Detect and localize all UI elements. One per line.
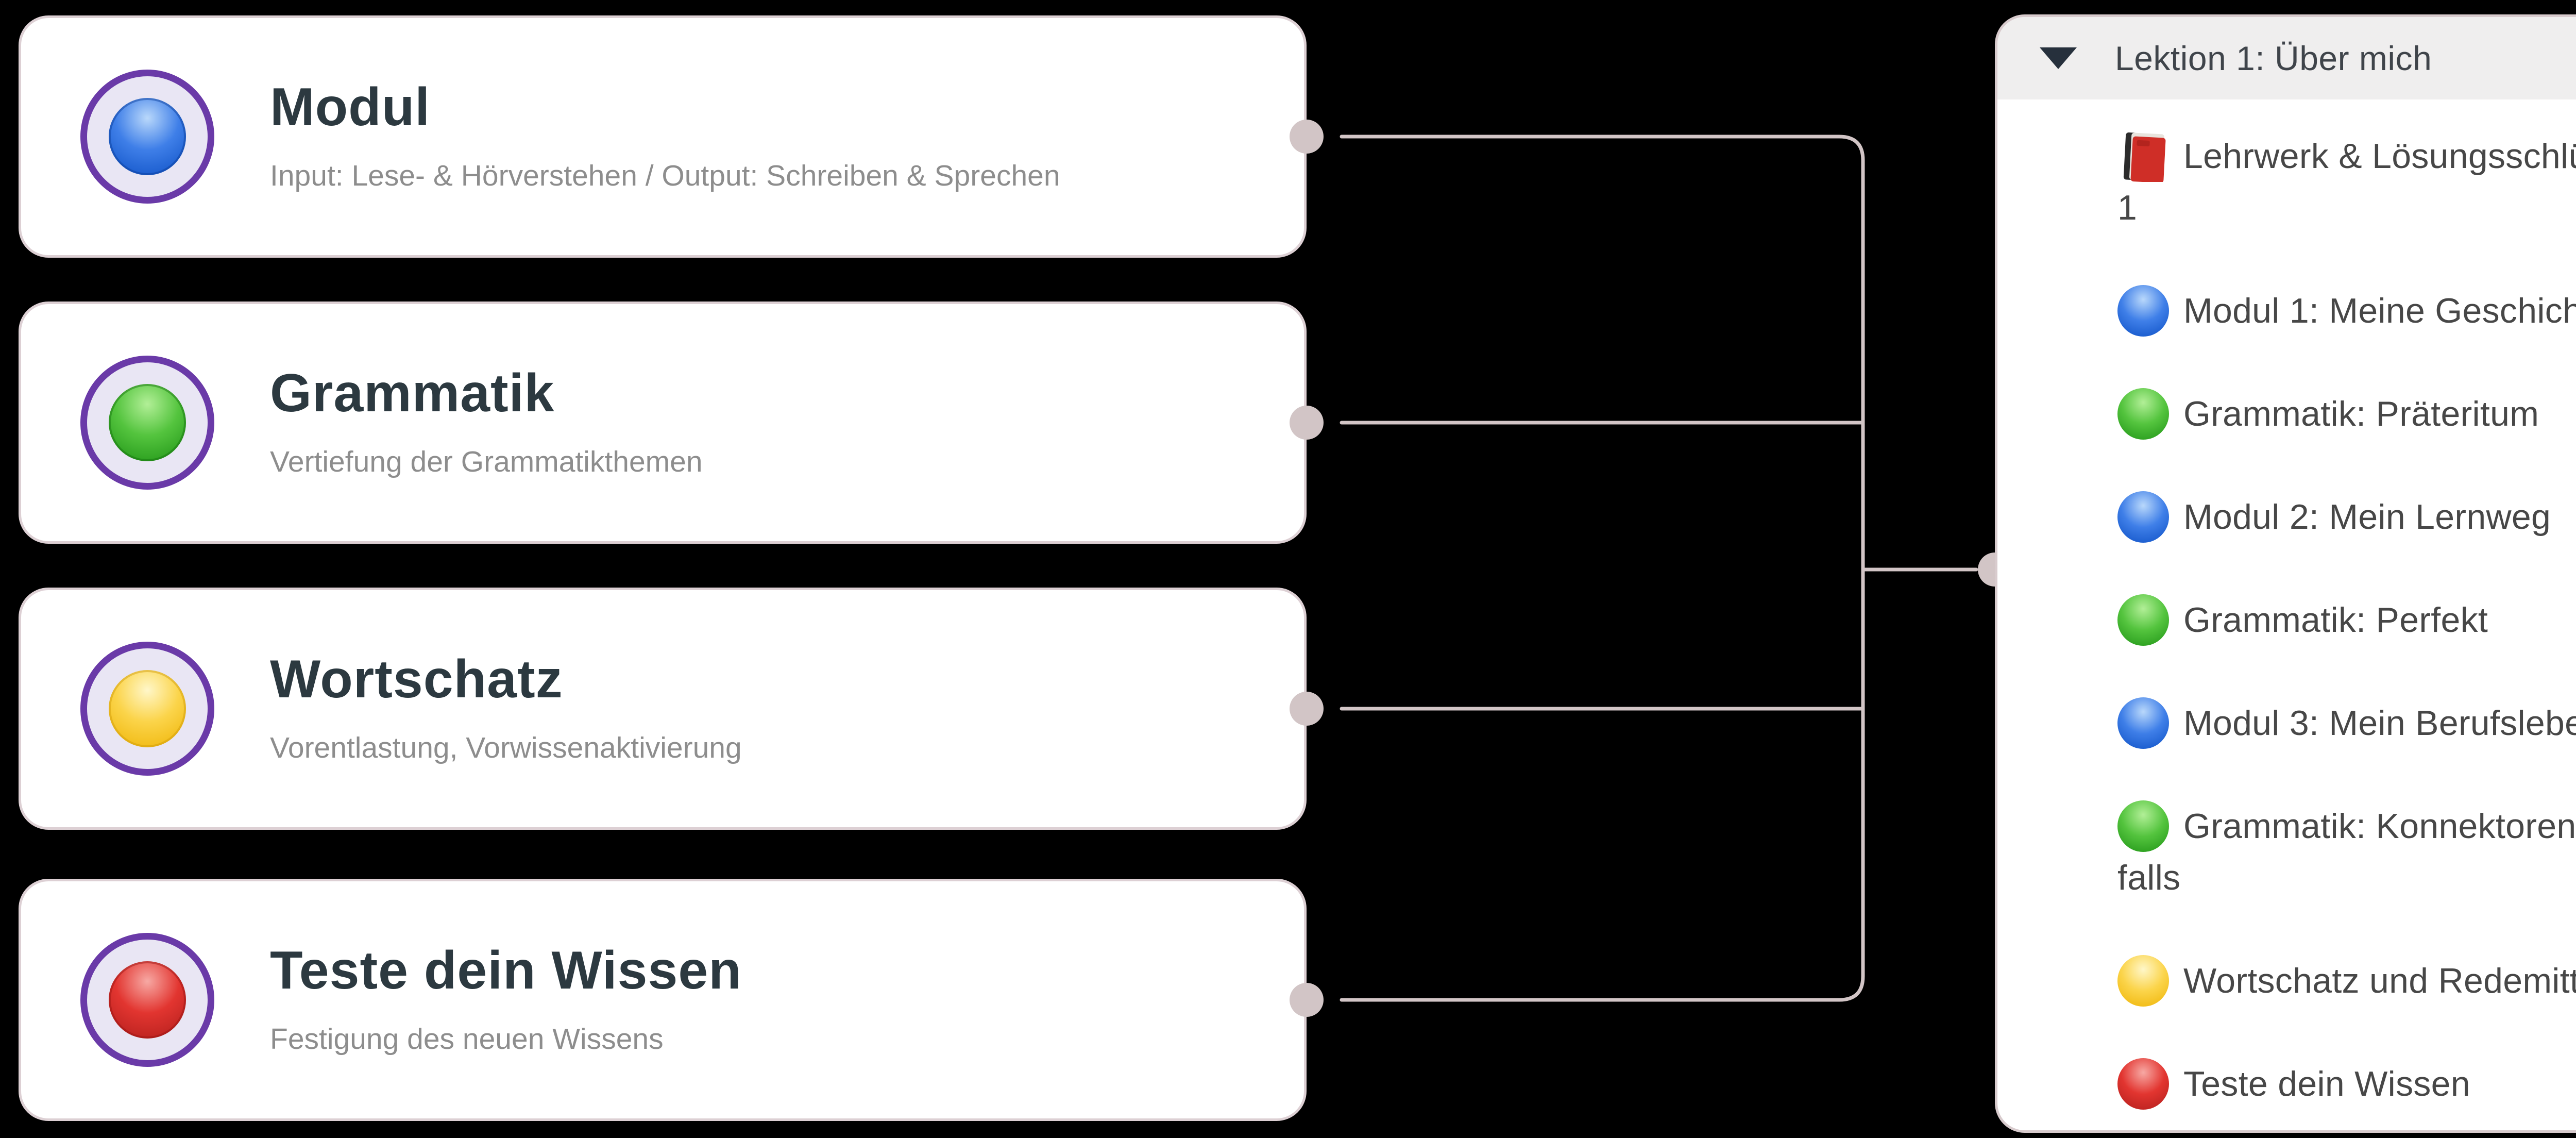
- grammatik-ring-icon: [80, 356, 214, 490]
- card-title: Teste dein Wissen: [270, 941, 742, 1001]
- lesson-item-label: Grammatik: Konnektoren wenn / wann / fal…: [2117, 807, 2576, 898]
- legend-card-teste-dein-wissen[interactable]: Teste dein Wissen Festigung des neuen Wi…: [19, 879, 1307, 1121]
- lesson-item-label: Modul 1: Meine Geschichte: [2183, 291, 2576, 331]
- lesson-item-label: Grammatik: Perfekt: [2183, 600, 2488, 640]
- lesson-item-modul-1[interactable]: Modul 1: Meine Geschichte: [2117, 285, 2576, 337]
- lesson-title: Lektion 1: Über mich: [2115, 39, 2432, 77]
- lesson-item-lehrwerk[interactable]: Lehrwerk & Lösungsschlüssel - Lektion 1: [2117, 130, 2576, 233]
- lesson-item-grammatik-praeteritum[interactable]: Grammatik: Präteritum: [2117, 388, 2576, 440]
- card-subtitle: Vertiefung der Grammatikthemen: [270, 445, 703, 479]
- card-text-block: Wortschatz Vorentlastung, Vorwissenaktiv…: [270, 651, 742, 766]
- blue-dot-icon: [109, 98, 186, 175]
- lesson-item-label: Grammatik: Präteritum: [2183, 394, 2539, 434]
- lesson-item-label: Wortschatz und Redemittel: [2183, 961, 2576, 1001]
- lesson-item-label: Lehrwerk & Lösungsschlüssel - Lektion 1: [2117, 137, 2576, 228]
- red-dot-icon: [109, 961, 186, 1039]
- legend-card-grammatik[interactable]: Grammatik Vertiefung der Grammatikthemen: [19, 302, 1307, 544]
- lesson-item-label: Modul 3: Mein Berufsleben: [2183, 704, 2576, 743]
- green-circle-icon: [2117, 594, 2169, 646]
- card-subtitle: Festigung des neuen Wissens: [270, 1023, 664, 1056]
- card-text-block: Teste dein Wissen Festigung des neuen Wi…: [270, 943, 742, 1057]
- lesson-item-modul-2[interactable]: Modul 2: Mein Lernweg: [2117, 491, 2576, 543]
- card-text-block: Grammatik Vertiefung der Grammatikthemen: [270, 365, 703, 480]
- lesson-item-teste-dein-wissen[interactable]: Teste dein Wissen: [2117, 1058, 2576, 1110]
- yellow-circle-icon: [2117, 955, 2169, 1007]
- connector-bracket: [1340, 135, 1865, 1002]
- blue-circle-icon: [2117, 697, 2169, 749]
- blue-circle-icon: [2117, 285, 2169, 337]
- card-title: Wortschatz: [270, 649, 563, 710]
- card-text-block: Modul Input: Lese- & Hörverstehen / Outp…: [270, 79, 1060, 194]
- yellow-dot-icon: [109, 670, 186, 747]
- lesson-item-label: Modul 2: Mein Lernweg: [2183, 497, 2551, 537]
- legend-card-wortschatz[interactable]: Wortschatz Vorentlastung, Vorwissenaktiv…: [19, 588, 1307, 830]
- card-title: Grammatik: [270, 363, 555, 424]
- card-subtitle: Input: Lese- & Hörverstehen / Output: Sc…: [270, 159, 1060, 193]
- lesson-item-label: Teste dein Wissen: [2183, 1064, 2470, 1104]
- lesson-panel-header[interactable]: Lektion 1: Über mich: [1997, 17, 2576, 99]
- red-circle-icon: [2117, 1058, 2169, 1110]
- lesson-item-modul-3[interactable]: Modul 3: Mein Berufsleben: [2117, 697, 2576, 749]
- green-circle-icon: [2117, 800, 2169, 852]
- lesson-item-grammatik-konnektoren[interactable]: Grammatik: Konnektoren wenn / wann / fal…: [2117, 800, 2576, 903]
- lesson-item-grammatik-perfekt[interactable]: Grammatik: Perfekt: [2117, 594, 2576, 646]
- book-icon: [2117, 130, 2169, 183]
- card-subtitle: Vorentlastung, Vorwissenaktivierung: [270, 731, 742, 765]
- lesson-item-list: Lehrwerk & Lösungsschlüssel - Lektion 1 …: [1997, 130, 2576, 1110]
- legend-card-modul[interactable]: Modul Input: Lese- & Hörverstehen / Outp…: [19, 15, 1307, 258]
- blue-circle-icon: [2117, 491, 2169, 543]
- card-title: Modul: [270, 77, 431, 138]
- triangle-down-icon[interactable]: [2040, 47, 2077, 69]
- lesson-panel: Lektion 1: Über mich Lehrwerk & Lösungss…: [1995, 14, 2576, 1133]
- wortschatz-ring-icon: [80, 642, 214, 776]
- green-dot-icon: [109, 384, 186, 461]
- teste-ring-icon: [80, 933, 214, 1067]
- modul-ring-icon: [80, 70, 214, 204]
- lesson-item-wortschatz-redemittel[interactable]: Wortschatz und Redemittel: [2117, 955, 2576, 1007]
- green-circle-icon: [2117, 388, 2169, 440]
